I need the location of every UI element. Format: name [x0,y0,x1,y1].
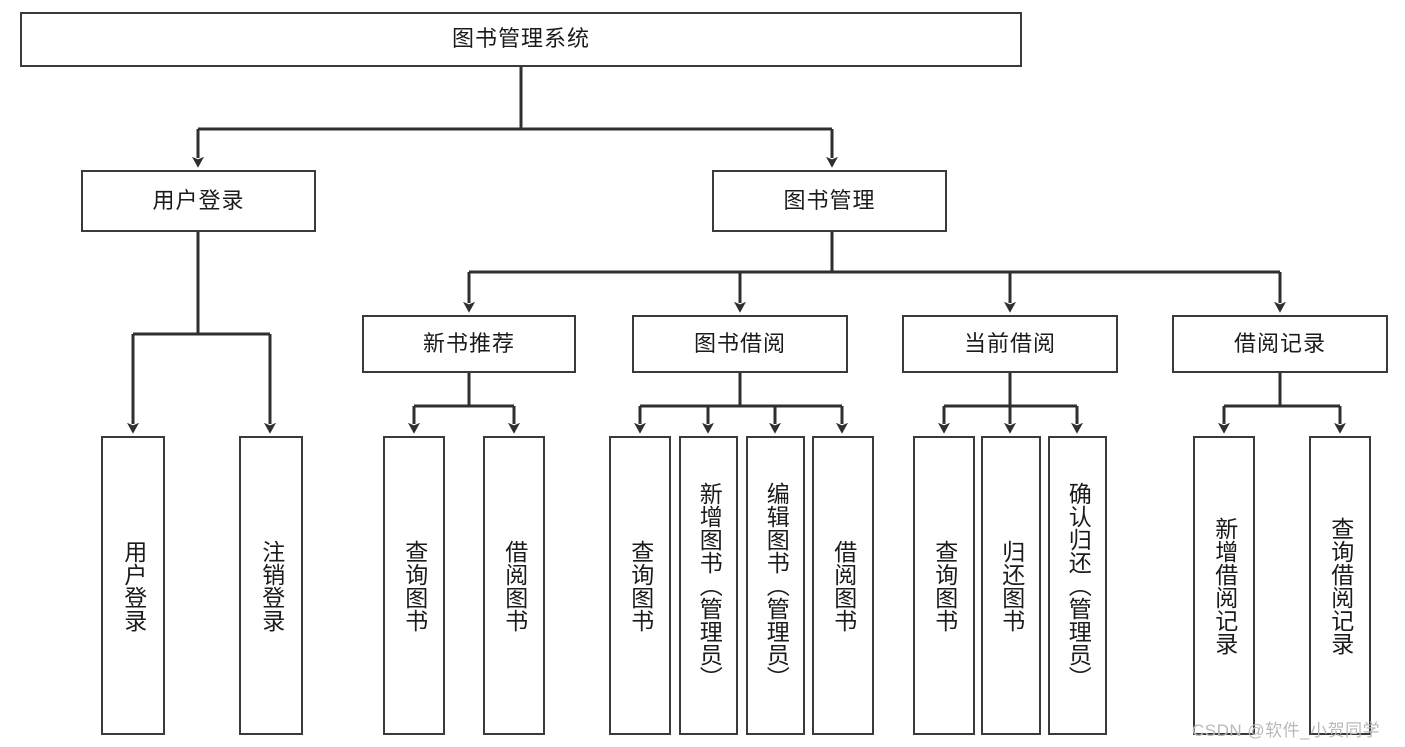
node-root-book-management-system[interactable]: 图书管理系统 [20,12,1022,67]
node-label: 查询借阅记录 [1327,516,1354,655]
node-label: 编辑图书（管理员） [763,482,790,689]
node-label: 查询图书 [931,539,958,632]
leaf-add-book-admin[interactable]: 新增图书（管理员） [679,436,738,735]
node-label: 查询图书 [627,539,654,632]
node-label: 归还图书 [998,539,1025,632]
watermark-text: CSDN @软件_小贺同学 [1192,721,1381,740]
node-label: 借阅记录 [1233,330,1326,356]
leaf-query-book-borrow[interactable]: 查询图书 [609,436,671,735]
node-label: 图书管理 [783,187,876,213]
node-label: 查询图书 [401,539,428,632]
node-label: 图书借阅 [693,330,786,356]
node-new-book-recommend[interactable]: 新书推荐 [362,315,576,373]
leaf-user-login[interactable]: 用户登录 [101,436,165,735]
node-label: 新书推荐 [422,330,515,356]
leaf-query-book-current[interactable]: 查询图书 [913,436,975,735]
node-label: 图书管理系统 [451,26,590,52]
leaf-borrow-book[interactable]: 借阅图书 [812,436,874,735]
node-book-borrow[interactable]: 图书借阅 [632,315,848,373]
node-current-borrow[interactable]: 当前借阅 [902,315,1118,373]
node-label: 当前借阅 [963,330,1056,356]
leaf-query-borrow-record[interactable]: 查询借阅记录 [1309,436,1371,735]
node-label: 用户登录 [152,187,245,213]
leaf-logout-login[interactable]: 注销登录 [239,436,303,735]
node-label: 新增图书（管理员） [696,482,723,689]
node-label: 注销登录 [258,539,285,632]
leaf-edit-book-admin[interactable]: 编辑图书（管理员） [746,436,805,735]
node-label: 借阅图书 [830,539,857,632]
node-label: 确认归还（管理员） [1065,482,1092,689]
leaf-return-book[interactable]: 归还图书 [981,436,1041,735]
node-borrow-record[interactable]: 借阅记录 [1172,315,1388,373]
leaf-borrow-book-recommend[interactable]: 借阅图书 [483,436,545,735]
node-label: 借阅图书 [501,539,528,632]
node-user-login[interactable]: 用户登录 [81,170,316,232]
node-label: 新增借阅记录 [1211,516,1238,655]
node-label: 用户登录 [120,539,147,632]
leaf-query-book-recommend[interactable]: 查询图书 [383,436,445,735]
node-book-management[interactable]: 图书管理 [712,170,947,232]
leaf-add-borrow-record[interactable]: 新增借阅记录 [1193,436,1255,735]
leaf-confirm-return-admin[interactable]: 确认归还（管理员） [1048,436,1107,735]
